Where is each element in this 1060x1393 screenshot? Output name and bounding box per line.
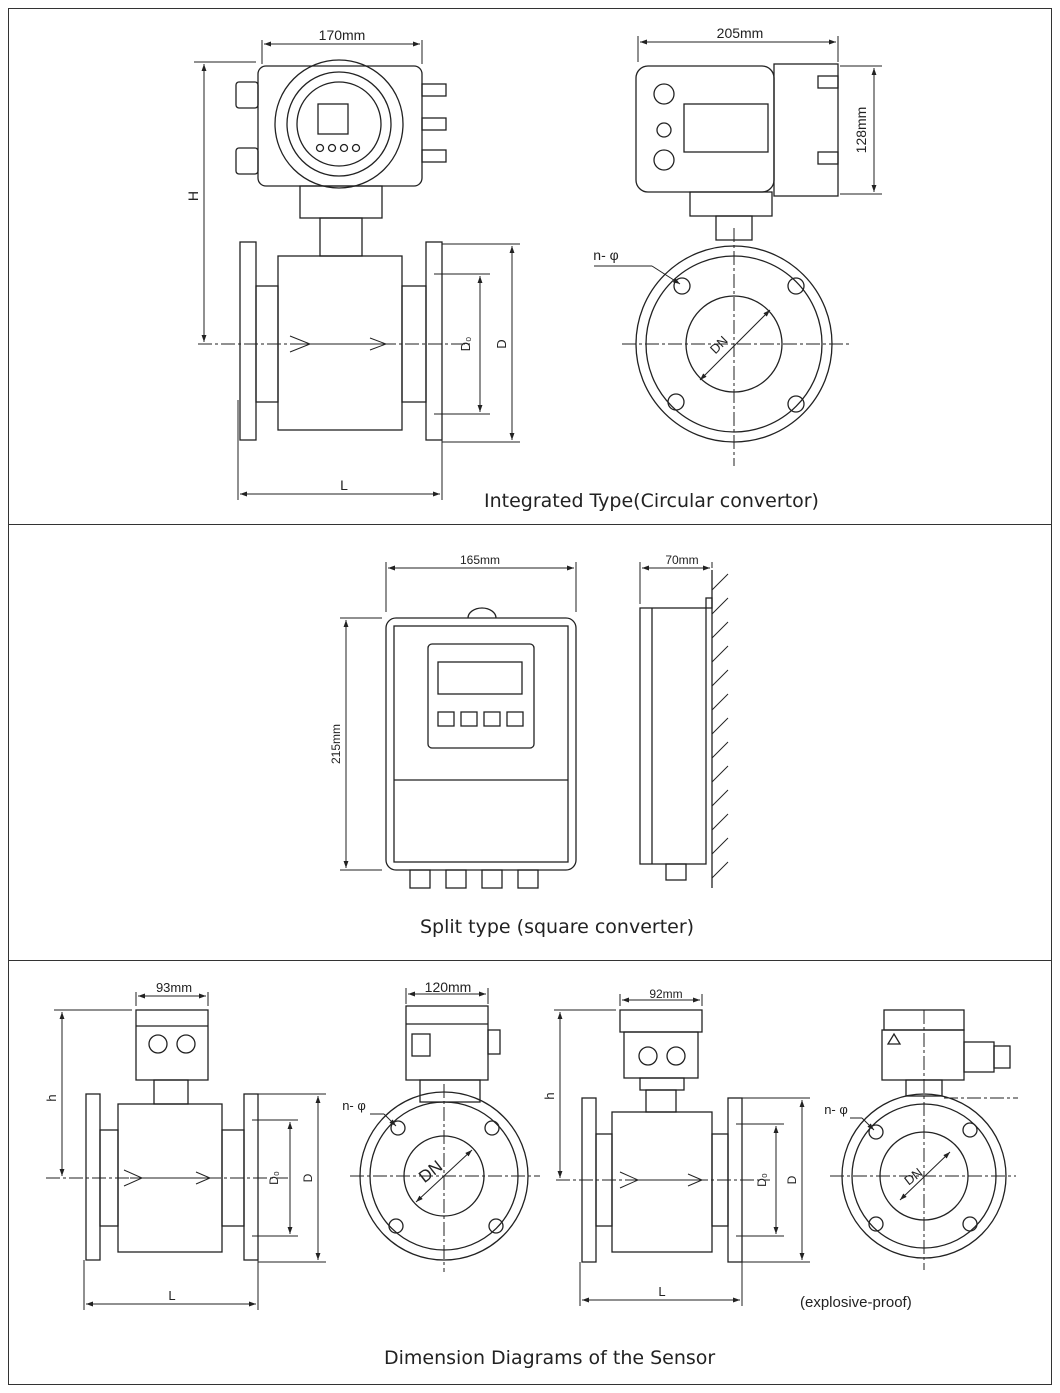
sensor-b-dimensions: [350, 988, 540, 1272]
sensor-c-view: [581, 1009, 743, 1263]
label-93mm: 93mm: [156, 980, 192, 995]
integrated-front-view: [235, 59, 447, 441]
label-h-a: h: [44, 1094, 59, 1101]
split-side-dimensions: [639, 562, 713, 604]
diagram-frame: [8, 8, 1052, 1385]
wall-hatching: [711, 573, 729, 879]
label-D0-a: D₀: [267, 1171, 281, 1185]
label-h-c: h: [542, 1092, 557, 1099]
split-side-view: [639, 570, 713, 888]
caption-split-type: Split type (square converter): [420, 916, 695, 938]
sensor-a-dimensions: [46, 992, 326, 1310]
label-128mm: 128mm: [853, 107, 869, 154]
label-170mm: 170mm: [319, 27, 366, 43]
caption-sensor-dimensions: Dimension Diagrams of the Sensor: [384, 1347, 716, 1369]
label-70mm: 70mm: [665, 553, 698, 567]
label-D: D: [494, 339, 509, 348]
sensor-c-dimensions: [554, 994, 810, 1306]
label-L: L: [340, 477, 348, 493]
sensor-a-view: [85, 1009, 259, 1261]
label-DN-b: DN: [415, 1157, 446, 1187]
section-divider-2: [8, 960, 1052, 961]
label-120mm: 120mm: [425, 979, 472, 995]
label-L-c: L: [658, 1284, 665, 1299]
integrated-side-dimensions: [594, 36, 882, 466]
label-DN-d: DN: [901, 1165, 925, 1188]
label-165mm: 165mm: [460, 553, 500, 567]
integrated-side-view: [635, 63, 839, 443]
label-n-phi-b: n- φ: [342, 1098, 366, 1113]
label-205mm: 205mm: [717, 25, 764, 41]
section-divider-1: [8, 524, 1052, 525]
caption-integrated-type: Integrated Type(Circular convertor): [484, 490, 819, 512]
dimension-labels: 170mm 205mm 128mm H L D₀ D n- φ DN 165mm…: [44, 25, 925, 1303]
note-explosive-proof: (explosive-proof): [800, 1294, 912, 1311]
integrated-front-dimensions: [194, 40, 520, 500]
label-D0: D₀: [458, 337, 473, 352]
split-front-dimensions: [340, 562, 577, 871]
split-front-view: [385, 607, 577, 889]
label-H: H: [185, 191, 201, 201]
label-92mm: 92mm: [649, 987, 682, 1001]
label-n-phi: n- φ: [593, 247, 618, 263]
label-n-phi-d: n- φ: [824, 1102, 848, 1117]
label-D-c: D: [785, 1175, 799, 1184]
label-D-a: D: [301, 1173, 315, 1182]
label-215mm: 215mm: [329, 724, 343, 764]
sensor-d-view: [841, 1009, 1011, 1259]
label-L-a: L: [168, 1288, 175, 1303]
label-D0-c: D₀: [755, 1173, 769, 1187]
sensor-d-dimensions: [830, 1010, 1018, 1270]
